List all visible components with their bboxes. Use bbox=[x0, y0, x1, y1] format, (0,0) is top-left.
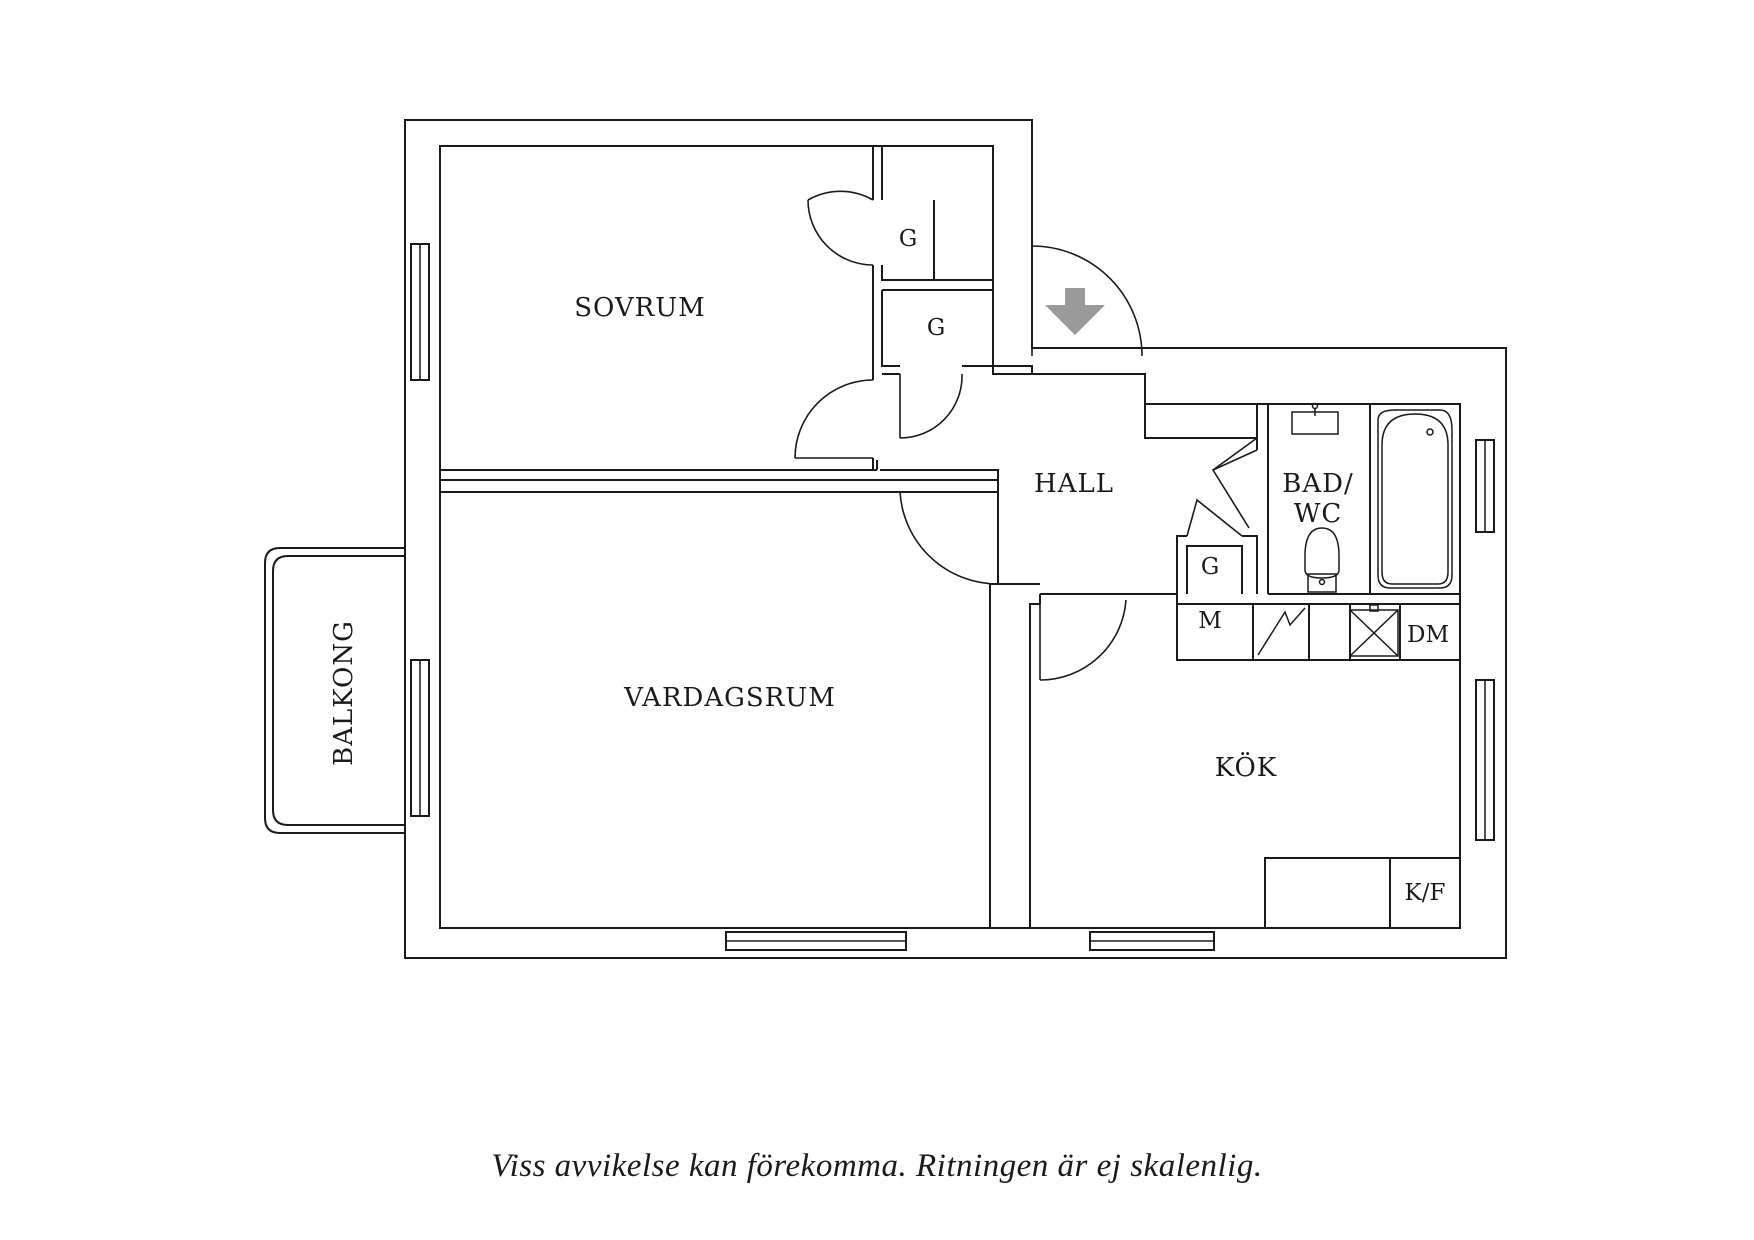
stove-icon bbox=[1257, 607, 1306, 656]
balcony: BALKONG bbox=[264, 547, 405, 834]
bathtub-icon bbox=[1377, 409, 1453, 589]
windows bbox=[410, 243, 1495, 951]
kitchen-fixtures bbox=[1257, 604, 1399, 657]
entrance-arrow-icon bbox=[1045, 288, 1105, 335]
room-label-kok: KÖK bbox=[1215, 751, 1277, 783]
label-garderob-hall: G bbox=[1201, 554, 1219, 580]
toilet-icon bbox=[1304, 527, 1340, 593]
room-label-hall: HALL bbox=[1034, 469, 1114, 499]
interior-walls bbox=[439, 145, 1460, 929]
room-label-bad-line2: WC bbox=[1294, 499, 1343, 529]
room-label-vardagsrum: VARDAGSRUM bbox=[623, 683, 836, 713]
label-dishwasher: DM bbox=[1407, 622, 1449, 648]
label-garderob-middle: G bbox=[927, 315, 945, 341]
room-label-bad-line1: BAD/ bbox=[1282, 469, 1354, 499]
labels: SOVRUM VARDAGSRUM HALL BAD/ WC KÖK G G G… bbox=[574, 226, 1449, 906]
room-label-sovrum: SOVRUM bbox=[574, 293, 706, 323]
label-microwave: M bbox=[1198, 608, 1222, 634]
dishwasher-icon bbox=[1349, 609, 1399, 657]
bathroom-fixtures bbox=[1291, 402, 1453, 593]
disclaimer-text: Viss avvikelse kan förekomma. Ritningen … bbox=[491, 1148, 1263, 1184]
label-fridge-freezer: K/F bbox=[1405, 880, 1446, 906]
label-garderob-top: G bbox=[899, 226, 917, 252]
outer-walls bbox=[404, 119, 1507, 959]
door-swings bbox=[794, 190, 1258, 681]
room-label-balkong: BALKONG bbox=[329, 620, 359, 766]
